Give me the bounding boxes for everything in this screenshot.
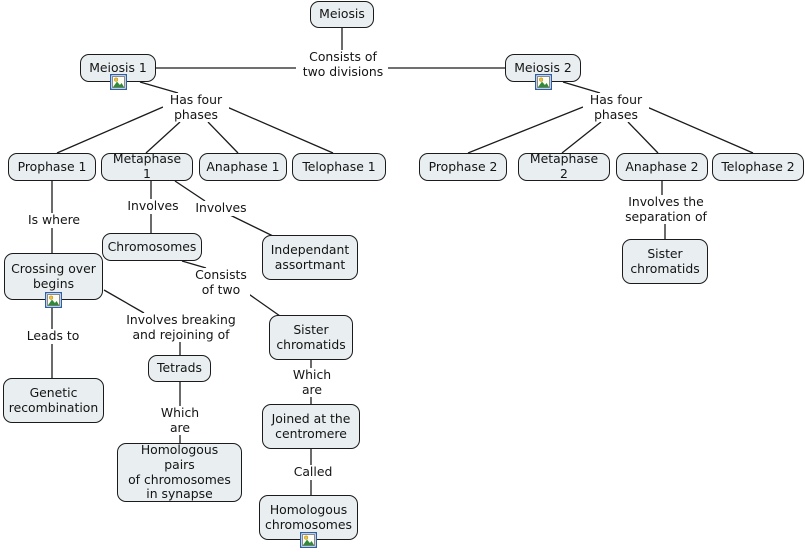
node-label: Prophase 1	[17, 158, 87, 174]
node-label: Anaphase 2	[625, 158, 699, 174]
link-label-involves-breaking: Involves breaking and rejoining of	[123, 312, 239, 343]
node-metaphase2[interactable]: Metaphase 2	[518, 151, 610, 181]
node-label: Genetic recombination	[8, 384, 99, 415]
node-telophase2[interactable]: Telophase 2	[712, 153, 804, 181]
node-label: Sister chromatids	[630, 245, 700, 276]
node-label: Telophase 1	[302, 158, 376, 174]
picture-icon[interactable]	[109, 74, 127, 90]
link-label-involves-chromosomes: Involves	[125, 198, 181, 214]
connector-crossingover-to-involves-breaking	[103, 289, 145, 314]
node-label: Prophase 2	[428, 158, 498, 174]
connector-has-four-phases-left-to-metaphase1	[145, 121, 181, 154]
link-label-consists-two-divisions: Consists of two divisions	[298, 49, 388, 80]
node-anaphase2[interactable]: Anaphase 2	[616, 153, 708, 181]
node-geneticrecomb[interactable]: Genetic recombination	[3, 378, 104, 423]
connector-has-four-phases-left-to-anaphase1	[207, 121, 239, 154]
node-label: Telophase 2	[721, 158, 795, 174]
link-label-has-four-phases-left: Has four phases	[163, 92, 229, 123]
node-joinedcentromere[interactable]: Joined at the centromere	[262, 404, 360, 449]
node-tetrads[interactable]: Tetrads	[148, 355, 211, 382]
node-sisterchromatids_c[interactable]: Sister chromatids	[269, 315, 353, 360]
link-label-involves-assortment: Involves	[193, 200, 249, 216]
link-label-leads-to: Leads to	[25, 328, 81, 344]
connector-involves-assortment-to-indassort	[229, 214, 276, 238]
node-label: Tetrads	[157, 360, 202, 376]
picture-icon[interactable]	[534, 74, 552, 90]
connector-has-four-phases-right-to-telophase2	[646, 106, 754, 154]
node-homologouspairs[interactable]: Homologous pairs of chromosomes in synap…	[117, 442, 242, 502]
node-label: Anaphase 1	[206, 158, 280, 174]
picture-icon[interactable]	[300, 532, 317, 548]
node-label: Metaphase 1	[112, 151, 182, 181]
connector-has-four-phases-right-to-anaphase2	[627, 121, 659, 154]
connector-has-four-phases-left-to-telophase1	[226, 106, 334, 154]
link-label-consists-of-two: Consists of two	[192, 267, 250, 298]
node-label: Independant assortmant	[270, 241, 350, 272]
node-telophase1[interactable]: Telophase 1	[292, 153, 386, 181]
picture-icon[interactable]	[45, 292, 62, 308]
node-sisterchromatids_r[interactable]: Sister chromatids	[622, 239, 708, 284]
node-label: Metaphase 2	[529, 151, 599, 181]
node-metaphase1[interactable]: Metaphase 1	[101, 151, 193, 181]
node-prophase2[interactable]: Prophase 2	[419, 153, 507, 181]
connector-has-four-phases-right-to-metaphase2	[561, 121, 602, 154]
link-label-which-are-tetrads: Which are	[149, 405, 211, 436]
node-label: Sister chromatids	[276, 321, 346, 352]
connector-has-four-phases-left-to-prophase1	[56, 106, 164, 154]
link-label-has-four-phases-right: Has four phases	[583, 92, 649, 123]
node-chromosomes[interactable]: Chromosomes	[102, 233, 202, 261]
link-label-which-are-sister: Which are	[281, 367, 343, 398]
node-label: Crossing over begins	[11, 260, 96, 291]
node-anaphase1[interactable]: Anaphase 1	[199, 153, 287, 181]
connector-metaphase1-to-involves-assortment	[174, 180, 206, 202]
node-meiosis2[interactable]: Meiosis 2	[505, 54, 581, 82]
link-label-called: Called	[291, 464, 335, 480]
node-label: Meiosis 2	[514, 59, 572, 75]
node-prophase1[interactable]: Prophase 1	[8, 153, 96, 181]
node-label: Meiosis 1	[89, 59, 147, 75]
link-label-involves-separation: Involves the separation of	[623, 194, 709, 225]
node-meiosis[interactable]: Meiosis	[310, 1, 374, 28]
node-label: Homologous chromosomes	[265, 501, 352, 532]
node-label: Chromosomes	[107, 238, 197, 254]
node-label: Homologous pairs of chromosomes in synap…	[128, 442, 231, 502]
node-label: Meiosis	[319, 6, 365, 22]
link-label-is-where: Is where	[26, 212, 82, 228]
node-label: Joined at the centromere	[271, 410, 351, 441]
node-indassort[interactable]: Independant assortmant	[262, 235, 358, 280]
connector-has-four-phases-right-to-prophase2	[467, 106, 584, 154]
